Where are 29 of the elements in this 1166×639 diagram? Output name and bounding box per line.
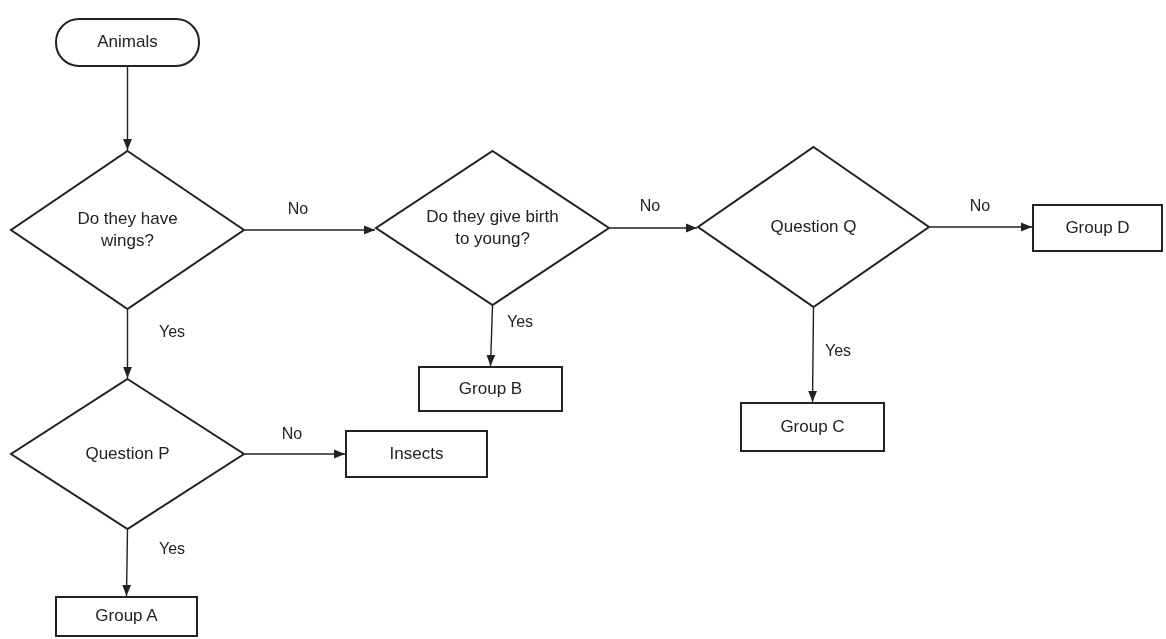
node-label: Animals [97,31,158,54]
process-box [740,402,885,452]
decision-diamond [10,378,245,530]
start-terminal [55,18,200,67]
decision-diamond [375,150,610,306]
arrow [244,449,346,459]
arrow [486,305,496,367]
node-label: Group B [458,377,523,400]
arrow [244,225,376,235]
node-label: Question P [85,442,170,465]
node-label: Question Q [770,215,857,238]
arrow [929,222,1033,232]
arrow [808,307,818,403]
node-label: Group C [780,415,845,438]
process-box [55,596,198,637]
process-box [418,366,563,412]
arrow [123,309,132,379]
node-label: Group D [1065,216,1130,239]
arrow [609,223,698,233]
node-label: Group A [95,605,158,628]
node-label: Insects [389,442,444,465]
node-label: Do they have wings? [76,207,179,252]
arrow [123,66,132,151]
arrow [122,529,132,597]
process-box [1032,204,1163,252]
process-box [345,430,488,478]
decision-diamond [697,146,930,308]
decision-diamond [10,150,245,310]
node-label: Do they give birth to young? [425,205,560,250]
